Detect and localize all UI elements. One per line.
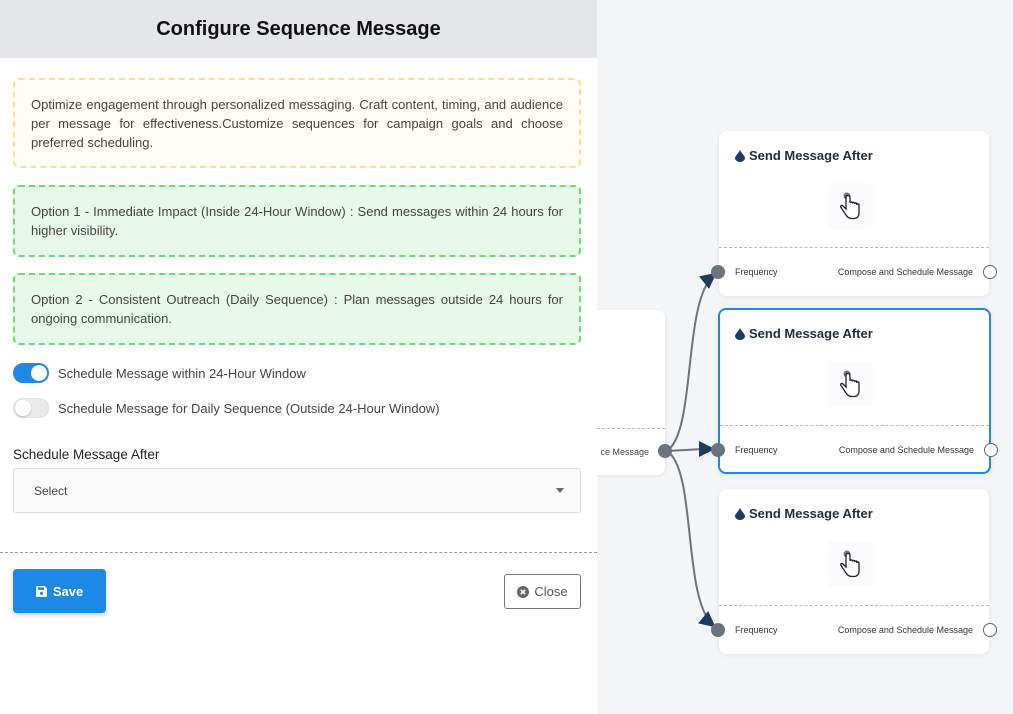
toggle-daily-sequence[interactable] [13, 398, 49, 418]
option1-text: Option 1 - Immediate Impact (Inside 24-H… [31, 204, 563, 238]
floppy-disk-icon [35, 585, 47, 597]
send-message-after-node-2[interactable]: Send Message After Frequency Compose and… [711, 308, 998, 474]
configure-sequence-panel: Configure Sequence Message Optimize enga… [0, 0, 597, 714]
schedule-after-label: Schedule Message After [13, 447, 160, 462]
toggle-row-24h: Schedule Message within 24-Hour Window [13, 363, 306, 383]
close-button[interactable]: Close [504, 574, 581, 609]
droplet-icon [735, 149, 745, 162]
option1-notice: Option 1 - Immediate Impact (Inside 24-H… [13, 185, 581, 257]
node-1-title: Send Message After [735, 148, 873, 163]
toggle-24h-label: Schedule Message within 24-Hour Window [58, 365, 306, 381]
caret-down-icon [556, 488, 564, 493]
info-notice: Optimize engagement through personalized… [13, 78, 581, 168]
footer-divider [0, 552, 597, 553]
node-3-output-handle[interactable] [983, 623, 997, 637]
close-circle-icon [517, 585, 530, 598]
send-message-after-node-1[interactable]: Send Message After Frequency Compose and… [711, 131, 997, 296]
node-3-title: Send Message After [735, 506, 873, 521]
schedule-after-select-value: Select [34, 483, 68, 498]
save-button[interactable]: Save [13, 569, 106, 613]
source-node[interactable]: ce Message [597, 310, 672, 475]
panel-title: Configure Sequence Message [156, 17, 441, 40]
node-2-title-text: Send Message After [749, 326, 873, 341]
droplet-icon [735, 507, 745, 520]
toggle-daily-label: Schedule Message for Daily Sequence (Out… [58, 400, 440, 416]
hand-pointer-icon [827, 361, 873, 407]
node-2-input-handle[interactable] [711, 443, 725, 457]
hand-pointer-icon [827, 541, 873, 587]
node-3-compose-label: Compose and Schedule Message [837, 625, 973, 635]
node-2-title: Send Message After [735, 326, 873, 341]
source-node-label: ce Message [600, 447, 649, 457]
schedule-after-select[interactable]: Select [13, 468, 581, 513]
hand-pointer-icon [827, 183, 873, 229]
source-node-output-handle[interactable] [658, 444, 672, 458]
info-notice-text: Optimize engagement through personalized… [31, 96, 563, 150]
node-3-title-text: Send Message After [749, 506, 873, 521]
panel-header: Configure Sequence Message [0, 0, 597, 58]
edge-to-node-2 [666, 441, 715, 458]
node-3-input-handle[interactable] [711, 623, 725, 637]
send-message-after-node-3[interactable]: Send Message After Frequency Compose and… [711, 489, 997, 654]
option2-text: Option 2 - Consistent Outreach (Daily Se… [31, 292, 563, 326]
edge-to-node-3 [666, 450, 716, 628]
node-2-output-handle[interactable] [984, 443, 998, 457]
droplet-icon [735, 327, 745, 340]
toggle-row-daily: Schedule Message for Daily Sequence (Out… [13, 398, 440, 418]
save-label: Save [52, 583, 84, 599]
flow-canvas[interactable]: ce Message Send Message After Frequency … [597, 0, 1013, 714]
node-1-input-handle[interactable] [711, 265, 725, 279]
close-label: Close [534, 584, 568, 599]
node-1-compose-label: Compose and Schedule Message [837, 267, 973, 277]
node-3-frequency-label: Frequency [735, 625, 778, 635]
node-2-frequency-label: Frequency [735, 445, 778, 455]
node-2-compose-label: Compose and Schedule Message [838, 445, 974, 455]
node-1-title-text: Send Message After [749, 148, 873, 163]
option2-notice: Option 2 - Consistent Outreach (Daily Se… [13, 273, 581, 345]
node-1-output-handle[interactable] [983, 265, 997, 279]
toggle-24h-window[interactable] [13, 363, 49, 383]
edge-to-node-1 [666, 272, 717, 452]
node-1-frequency-label: Frequency [735, 267, 778, 277]
